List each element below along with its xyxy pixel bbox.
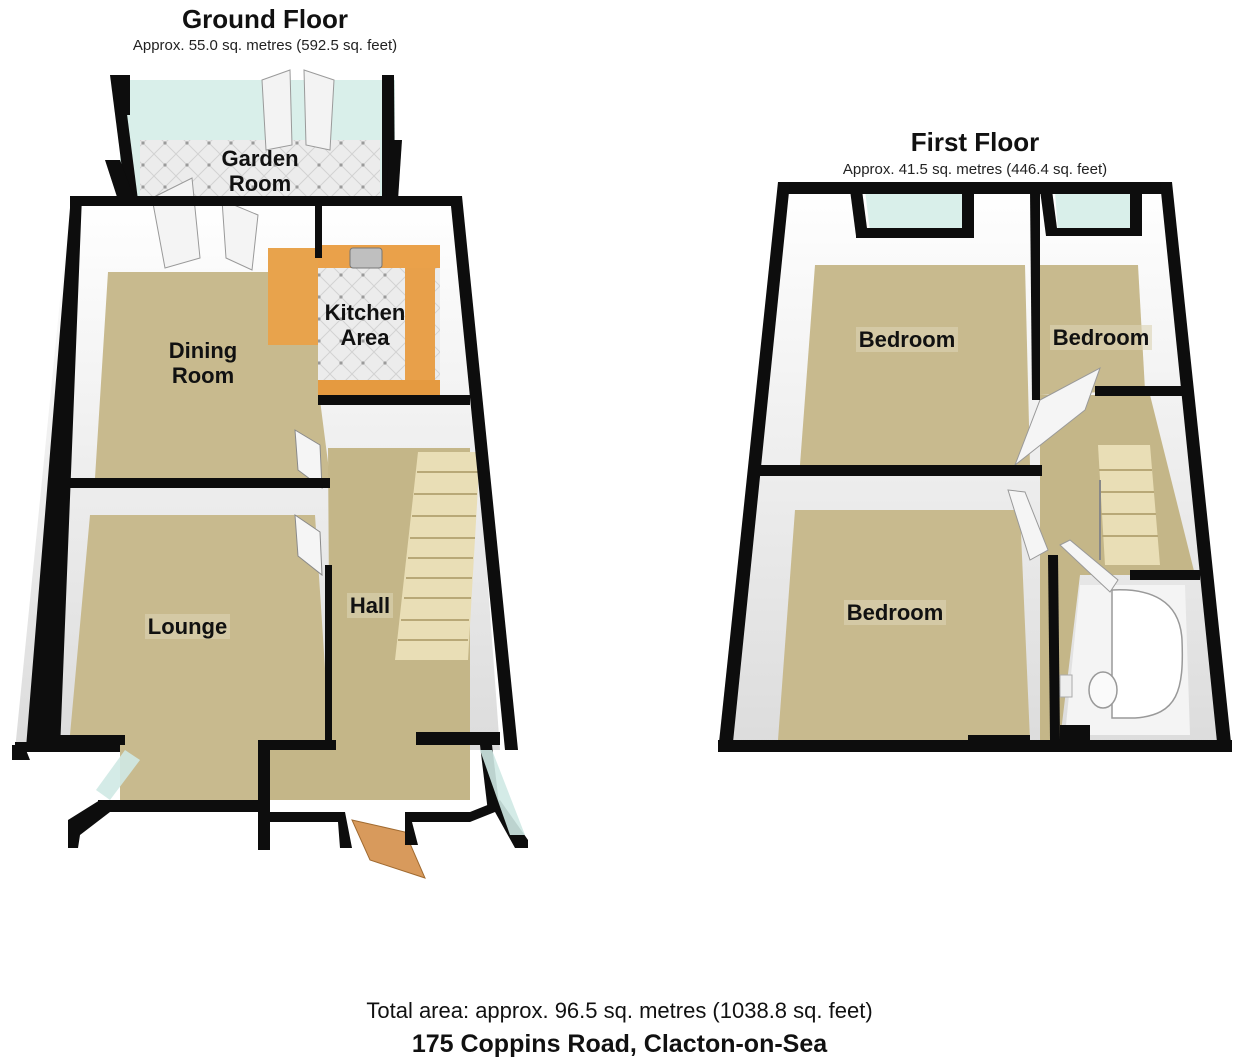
- bedroom-1-floor: [800, 265, 1030, 465]
- bedroom-2-text: Bedroom: [1049, 325, 1153, 350]
- room-label-bedroom-1: Bedroom: [838, 327, 976, 352]
- bath-tub: [1111, 589, 1184, 719]
- front-door: [351, 819, 426, 879]
- room-label-lounge: Lounge: [120, 614, 255, 639]
- ground-floor-area: Approx. 55.0 sq. metres (592.5 sq. feet): [132, 37, 398, 54]
- kitchen-area-text: Kitchen Area: [324, 300, 406, 350]
- room-label-bedroom-3: Bedroom: [826, 600, 964, 625]
- bathroom-door: [1059, 539, 1119, 593]
- room-label-garden-room: Garden Room: [205, 146, 315, 196]
- room-label-bedroom-2: Bedroom: [1032, 325, 1170, 350]
- first-walls: [718, 182, 1232, 752]
- room-label-hall: Hall: [335, 593, 405, 618]
- patio-door-left: [261, 69, 293, 151]
- ground-floor-title: Ground Floor: [181, 4, 349, 34]
- ground-floor-plan: [12, 69, 528, 879]
- garden-door-right: [221, 199, 259, 271]
- kitchen-sink: [349, 247, 383, 269]
- total-area: Total area: approx. 96.5 sq. metres (103…: [366, 998, 873, 1023]
- room-label-kitchen-area: Kitchen Area: [310, 300, 420, 350]
- property-address: 175 Coppins Road, Clacton-on-Sea: [411, 1030, 828, 1058]
- garden-room-floor: [140, 140, 380, 200]
- hall-text: Hall: [346, 593, 394, 618]
- bedroom-3-text: Bedroom: [843, 600, 947, 625]
- first-floor-area: Approx. 41.5 sq. metres (446.4 sq. feet): [842, 161, 1108, 178]
- bedroom-1-text: Bedroom: [855, 327, 959, 352]
- bedroom-3-floor: [778, 510, 1030, 740]
- kitchen-worktop-left: [268, 248, 318, 345]
- first-floor-title: First Floor: [910, 127, 1040, 157]
- lounge-door: [294, 514, 323, 577]
- garden-room-text: Garden Room: [221, 146, 299, 196]
- kitchen-worktop-right: [405, 268, 435, 395]
- kitchen-worktop-front: [318, 380, 440, 398]
- landing-stairs: [1098, 445, 1160, 565]
- first-floor-plan: [718, 182, 1232, 752]
- bedroom-2-door: [1013, 366, 1101, 467]
- toilet: [1088, 671, 1118, 709]
- hall-stairs: [395, 452, 480, 660]
- dining-room-text: Dining Room: [168, 338, 238, 388]
- room-label-dining-room: Dining Room: [148, 338, 258, 388]
- patio-door-right: [303, 69, 335, 151]
- lounge-text: Lounge: [144, 614, 231, 639]
- lounge-floor: [70, 515, 330, 800]
- basin: [1059, 674, 1073, 698]
- landing-floor: [1040, 395, 1195, 740]
- bedroom-3-door: [1007, 489, 1049, 561]
